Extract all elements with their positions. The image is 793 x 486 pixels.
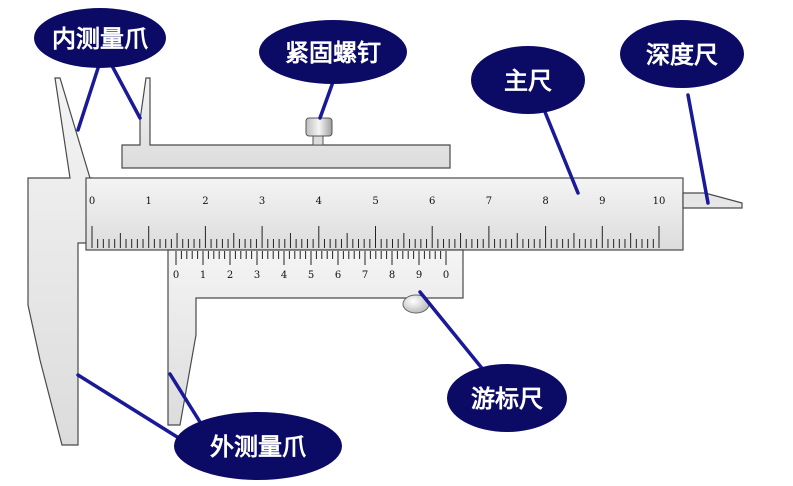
label-vernier-scale: 游标尺	[447, 364, 567, 432]
depth-rod	[682, 192, 743, 209]
arrow-outer-jaws-left	[76, 373, 184, 442]
main-scale-number: 8	[542, 196, 548, 207]
vernier-scale-number: 2	[227, 270, 233, 281]
vernier-scale-number: 0	[443, 270, 449, 281]
label-vernier-scale-text: 游标尺	[471, 385, 543, 413]
arrow-vernier-scale	[418, 290, 487, 374]
main-scale-number: 7	[486, 196, 492, 207]
main-scale-beam	[85, 177, 684, 251]
main-scale-number: 6	[429, 196, 435, 207]
vernier-scale-number: 4	[281, 270, 287, 281]
label-oval	[447, 364, 567, 432]
main-scale-number: 0	[89, 196, 95, 207]
arrow-depth-rod	[686, 93, 710, 205]
label-inner-jaws: 内测量爪	[34, 8, 166, 68]
main-scale-number: 10	[653, 196, 666, 207]
label-outer-jaws: 外测量爪	[174, 412, 342, 480]
label-oval	[34, 8, 166, 68]
vernier-scale-number: 6	[335, 270, 341, 281]
arrow-inner-jaws-left	[76, 60, 102, 132]
vernier-scale-number: 0	[173, 270, 179, 281]
arrow-inner-jaws-right	[108, 60, 142, 120]
main-scale-number: 9	[599, 196, 605, 207]
vernier-scale-numbers: 0 1 2 3 4 5 6 7 8 9 0	[173, 270, 449, 281]
label-oval	[174, 412, 342, 480]
callout-arrows	[76, 60, 710, 442]
arrow-outer-jaws-right	[168, 372, 207, 432]
label-oval	[620, 20, 744, 88]
vernier-scale-number: 7	[362, 270, 368, 281]
label-inner-jaws-text: 内测量爪	[52, 25, 149, 53]
label-locking-screw: 紧固螺钉	[259, 20, 407, 84]
label-main-scale-text: 主尺	[504, 67, 552, 95]
label-outer-jaws-text: 外测量爪	[210, 433, 307, 461]
vernier-top-bar	[121, 77, 451, 169]
fixed-jaw	[27, 77, 93, 446]
arrow-main-scale	[543, 110, 580, 195]
main-scale-number: 4	[316, 196, 322, 207]
main-scale-number: 3	[259, 196, 265, 207]
label-oval	[471, 46, 585, 114]
label-depth-rod-text: 深度尺	[646, 41, 718, 69]
label-locking-screw-text: 紧固螺钉	[285, 39, 381, 67]
vernier-scale-ticks	[175, 251, 447, 265]
vernier-scale-number: 8	[389, 270, 395, 281]
vernier-scale-number: 3	[254, 270, 260, 281]
label-depth-rod: 深度尺	[620, 20, 744, 88]
label-oval	[259, 20, 407, 84]
main-scale-ticks	[91, 226, 660, 248]
locking-screw-stem	[312, 135, 324, 146]
vernier-slider	[167, 249, 464, 426]
main-scale-numbers: 0 1 2 3 4 5 6 7 8 9 10	[89, 196, 666, 207]
arrow-locking-screw	[318, 80, 335, 120]
main-scale-number: 5	[372, 196, 378, 207]
vernier-scale-number: 1	[200, 270, 206, 281]
main-scale-number: 1	[146, 196, 152, 207]
vernier-scale-number: 9	[416, 270, 422, 281]
main-scale-number: 2	[202, 196, 208, 207]
label-main-scale: 主尺	[471, 46, 585, 114]
vernier-scale-number: 5	[308, 270, 314, 281]
locking-screw	[305, 117, 333, 137]
